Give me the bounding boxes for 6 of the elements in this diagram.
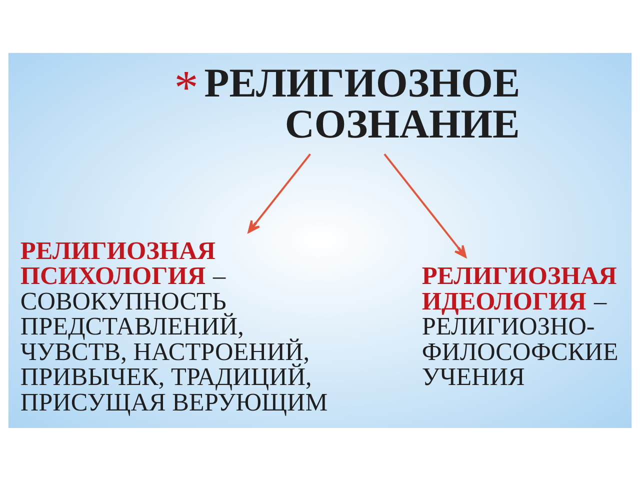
node-text: РЕЛИГИОЗНОЕ СОЗНАНИЕ xyxy=(204,60,520,146)
node-label: * xyxy=(174,60,198,114)
node-text: РЕЛИГИОЗНАЯ ПСИХОЛОГИЯ – СОВОКУПНОСТЬ ПРЕДСТАВЛЕНИЙ, ЧУВСТВ, НАСТРОЕНИЙ, ПРИВЫЧЕК, ТРАДИЦИЙ, ПРИСУЩАЯ ВЕРУЮЩИМ xyxy=(20,237,328,416)
arrow xyxy=(384,153,467,258)
node-text: РЕЛИГИОЗНАЯ ИДЕОЛОГИЯ – РЕЛИГИОЗНО-ФИЛОСОФСКИЕ УЧЕНИЯ xyxy=(422,262,618,391)
arrow xyxy=(248,153,311,233)
